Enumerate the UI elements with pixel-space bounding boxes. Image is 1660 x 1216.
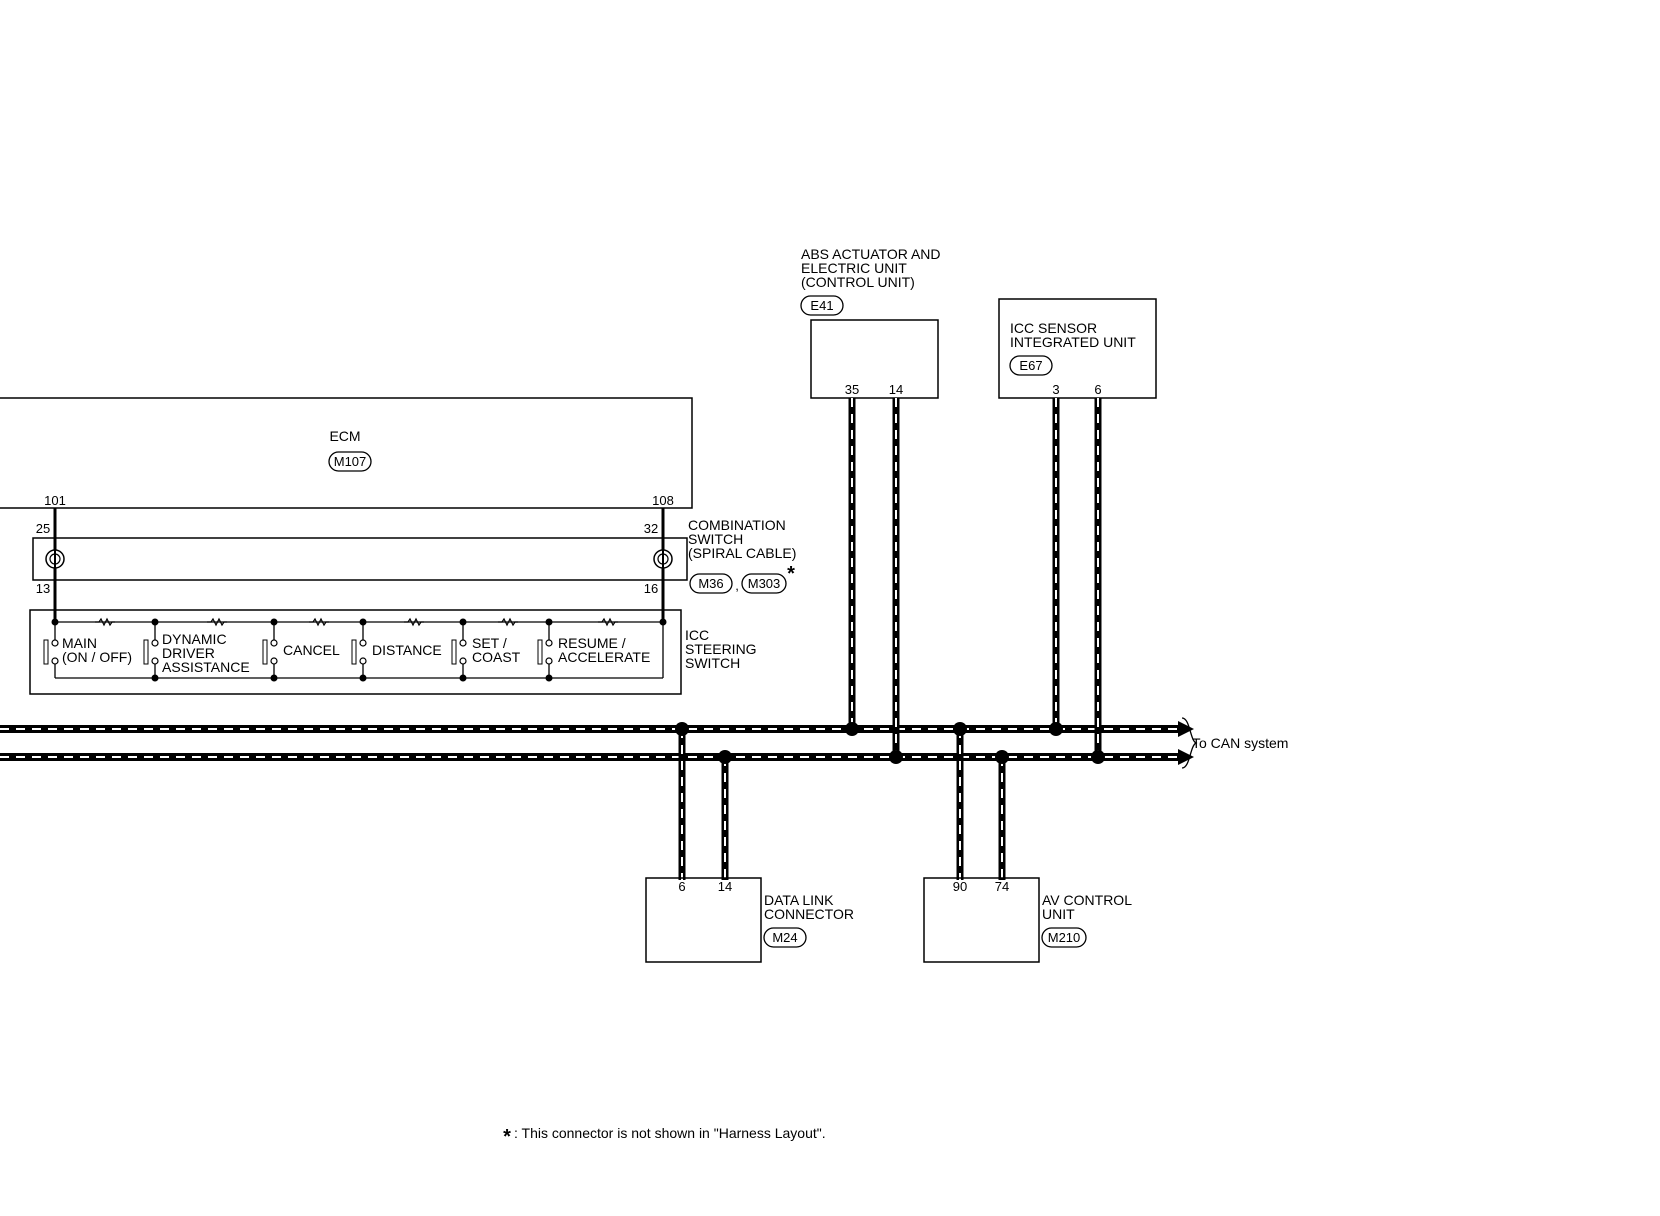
dlc-label-2: CONNECTOR [764, 906, 854, 922]
icc-sensor-label-1: ICC SENSOR [1010, 320, 1097, 336]
combo-connector-separator: , [735, 578, 739, 593]
icc-steering-switch-block: ICC STEERING SWITCH [29, 609, 757, 695]
icc-sensor-pin-6: 6 [1094, 382, 1101, 397]
switch-main-line2: (ON / OFF) [62, 649, 132, 665]
switch-resume-line2: ACCELERATE [558, 649, 650, 665]
av-label-2: UNIT [1042, 906, 1075, 922]
footnote: * : This connector is not shown in "Harn… [503, 1125, 826, 1148]
combo-pin-32: 32 [644, 521, 658, 536]
combo-connector-id-1: M36 [698, 576, 723, 591]
av-control-unit-block: 90 74 AV CONTROL UNIT M210 [923, 877, 1132, 963]
ecm-connector-id: M107 [334, 454, 367, 469]
ecm-connector-badge [328, 451, 372, 472]
combo-connector-badge-2 [741, 573, 787, 594]
switch-dynamic-line2: DRIVER [162, 645, 215, 661]
switch-set-line1: SET / [472, 635, 507, 651]
switch-distance: DISTANCE [372, 642, 442, 658]
steering-wires [45, 508, 673, 622]
switch-main-line1: MAIN [62, 635, 97, 651]
combo-connector-id-2: M303 [748, 576, 781, 591]
icc-switch-label-3: SWITCH [685, 655, 740, 671]
dlc-pin-14: 14 [718, 879, 732, 894]
combo-label-3: (SPIRAL CABLE) [688, 545, 796, 561]
ecm-block: ECM M107 101 108 [0, 397, 693, 509]
abs-connector-id: E41 [810, 298, 833, 313]
ecm-pin-101: 101 [44, 493, 66, 508]
av-connector-id: M210 [1048, 930, 1081, 945]
icc-sensor-connector-id: E67 [1019, 358, 1042, 373]
icc-sensor-block: ICC SENSOR INTEGRATED UNIT E67 3 6 [998, 298, 1157, 399]
can-system-label: To CAN system [1192, 735, 1288, 751]
ecm-label: ECM [329, 428, 360, 444]
combination-switch-block: 25 32 13 16 COMBINATION SWITCH (SPIRAL C… [32, 517, 796, 596]
switch-cancel: CANCEL [283, 642, 340, 658]
av-pin-90: 90 [953, 879, 967, 894]
ecm-pin-108: 108 [652, 493, 674, 508]
abs-label-1: ABS ACTUATOR AND [801, 246, 941, 262]
icc-switch-label-1: ICC [685, 627, 709, 643]
combo-pin-16: 16 [644, 581, 658, 596]
icc-sensor-connector-badge [1009, 355, 1053, 376]
combo-connector-badge-1 [689, 573, 733, 594]
combo-label-2: SWITCH [688, 531, 743, 547]
av-label-1: AV CONTROL [1042, 892, 1132, 908]
combo-pin-25: 25 [36, 521, 50, 536]
combo-asterisk: * [787, 563, 795, 585]
can-bus: To CAN system [0, 717, 1288, 769]
combo-pin-13: 13 [36, 581, 50, 596]
abs-connector-badge [800, 295, 844, 316]
dlc-connector-id: M24 [772, 930, 797, 945]
switch-dynamic-line3: ASSISTANCE [162, 659, 250, 675]
av-connector-badge [1041, 927, 1087, 948]
can-branches [675, 398, 1105, 880]
av-pin-74: 74 [995, 879, 1009, 894]
dlc-pin-6: 6 [678, 879, 685, 894]
abs-actuator-block: ABS ACTUATOR AND ELECTRIC UNIT (CONTROL … [800, 246, 941, 399]
icc-sensor-label-2: INTEGRATED UNIT [1010, 334, 1136, 350]
abs-pin-35: 35 [845, 382, 859, 397]
switch-resume-line1: RESUME / [558, 635, 626, 651]
dlc-label-1: DATA LINK [764, 892, 834, 908]
dlc-connector-badge [763, 927, 807, 948]
icc-switch-label-2: STEERING [685, 641, 757, 657]
abs-label-3: (CONTROL UNIT) [801, 274, 915, 290]
abs-label-2: ELECTRIC UNIT [801, 260, 907, 276]
switch-set-line2: COAST [472, 649, 521, 665]
footnote-asterisk: * [503, 1126, 511, 1148]
footnote-text: : This connector is not shown in "Harnes… [514, 1125, 826, 1141]
data-link-connector-block: 6 14 DATA LINK CONNECTOR M24 [645, 877, 854, 963]
abs-pin-14: 14 [889, 382, 903, 397]
switch-dynamic-line1: DYNAMIC [162, 631, 227, 647]
icc-sensor-pin-3: 3 [1052, 382, 1059, 397]
combo-label-1: COMBINATION [688, 517, 786, 533]
